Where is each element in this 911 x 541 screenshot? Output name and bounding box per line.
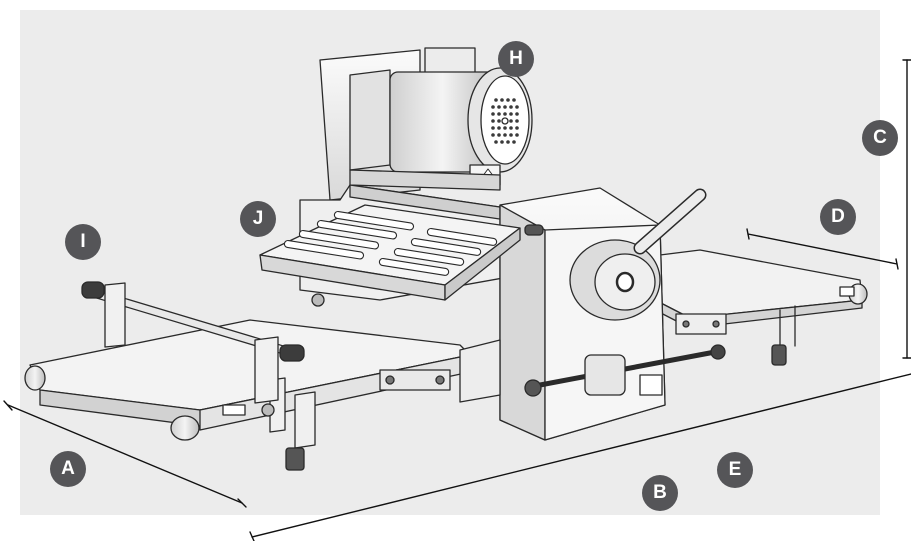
left-conveyor	[24, 281, 501, 471]
marker-i-label: I	[80, 231, 86, 252]
marker-c: C	[862, 120, 898, 156]
dimension-lines	[3, 59, 911, 541]
marker-b-label: B	[653, 482, 667, 503]
marker-e-label: E	[728, 459, 742, 480]
marker-j-label: J	[252, 208, 264, 229]
marker-j: J	[240, 201, 276, 237]
marker-a-label: A	[61, 458, 75, 479]
marker-h: H	[498, 41, 534, 77]
marker-b: B	[642, 475, 678, 511]
marker-c-label: C	[873, 127, 887, 148]
marker-h-label: H	[509, 48, 523, 69]
marker-d: D	[820, 199, 856, 235]
marker-d-label: D	[831, 206, 845, 227]
dough-tray	[259, 204, 521, 301]
marker-a: A	[50, 451, 86, 487]
marker-i: I	[65, 224, 101, 260]
marker-e: E	[717, 452, 753, 488]
electric-motor	[349, 47, 533, 191]
